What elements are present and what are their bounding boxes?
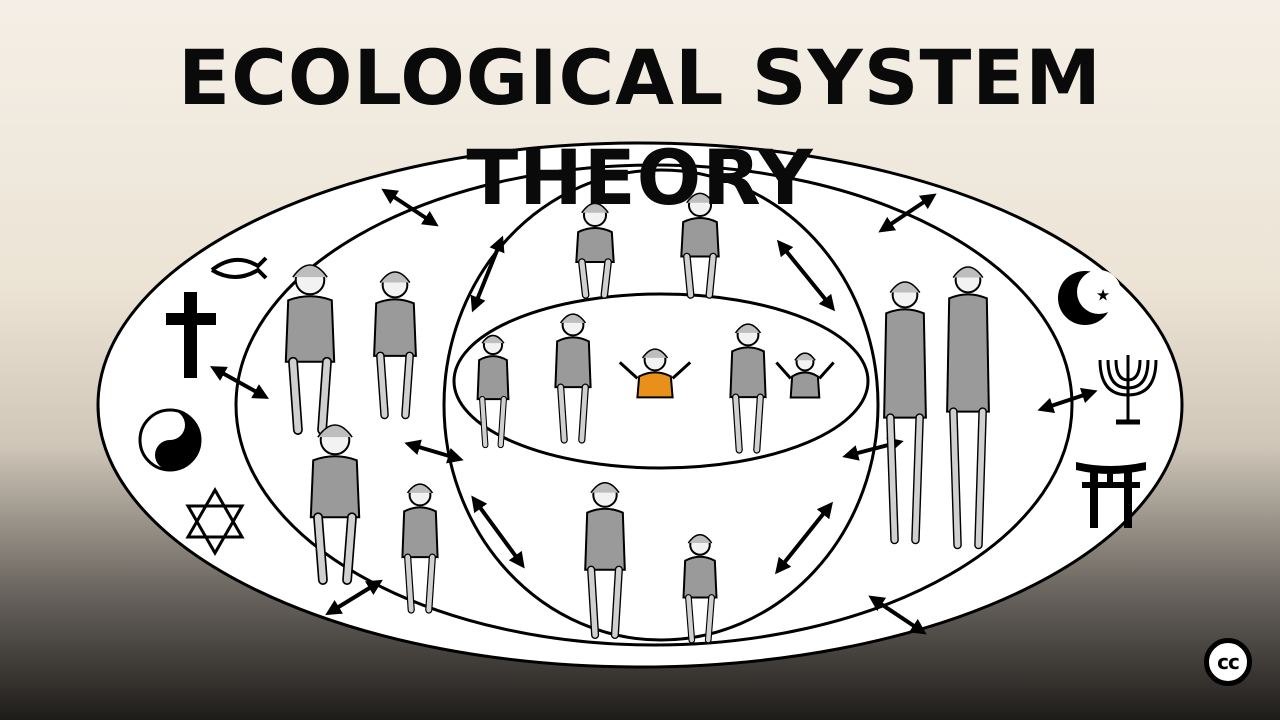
cc-label: cc — [1217, 650, 1240, 674]
creative-commons-badge: cc — [1204, 638, 1252, 686]
person-figure — [373, 271, 417, 420]
double-arrow — [776, 239, 836, 312]
menorah-icon — [1098, 355, 1158, 425]
double-arrow — [868, 595, 927, 635]
people-figures — [284, 192, 990, 644]
person-figure — [284, 264, 336, 435]
double-arrow — [325, 579, 383, 616]
double-arrow — [381, 188, 439, 227]
person-figure — [575, 202, 615, 299]
svg-text:★: ★ — [1096, 286, 1110, 305]
double-arrow — [210, 366, 269, 399]
person-figure — [946, 266, 990, 550]
double-arrow — [404, 439, 464, 464]
double-arrow — [878, 193, 937, 233]
cross-icon — [166, 292, 216, 378]
person-figure — [401, 483, 439, 614]
page-title: ECOLOGICAL SYSTEM THEORY — [178, 33, 1102, 222]
yin-yang-icon — [138, 408, 202, 472]
person-figure — [476, 334, 510, 449]
person-figure — [682, 534, 718, 644]
person-figure — [883, 281, 927, 545]
torii-gate-icon — [1076, 462, 1146, 528]
person-figure — [554, 313, 592, 444]
person-figure — [309, 424, 361, 585]
person-figure — [618, 348, 692, 399]
star-of-david-icon — [185, 486, 245, 557]
double-arrow — [471, 495, 525, 569]
person-figure — [729, 323, 767, 454]
ichthys-fish-icon — [210, 256, 268, 280]
double-arrow — [1037, 387, 1098, 414]
person-figure — [584, 481, 626, 640]
double-arrow — [775, 501, 833, 575]
double-arrow — [470, 235, 505, 313]
crescent-star-icon: ★ — [1058, 270, 1121, 325]
person-figure — [775, 352, 835, 399]
person-figure — [680, 192, 720, 299]
